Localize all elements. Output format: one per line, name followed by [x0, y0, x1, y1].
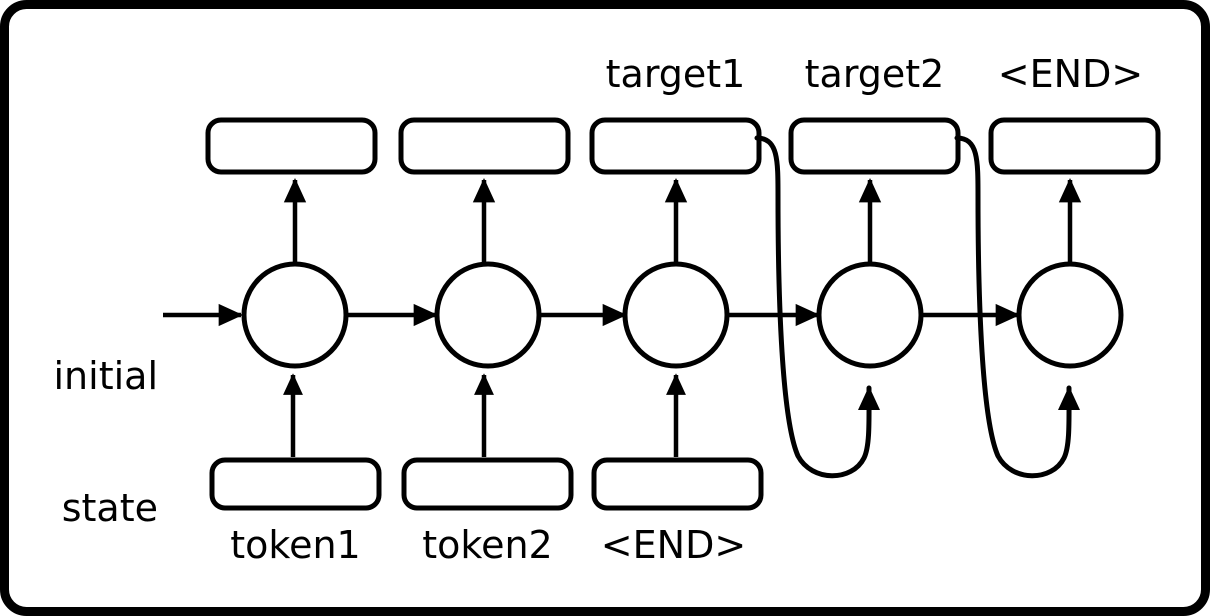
input-box-1	[209, 457, 382, 511]
output-box-1	[205, 117, 378, 175]
input-label-3: <END>	[600, 523, 747, 567]
rnn-cell-2	[434, 261, 542, 369]
feedback-arrow-3-to-4	[754, 135, 881, 479]
initial-state-label: initial state	[18, 266, 159, 616]
output-label-5: <END>	[997, 52, 1144, 96]
input-label-2: token2	[422, 523, 553, 567]
output-label-3: target1	[605, 52, 746, 96]
rnn-cell-3	[622, 261, 730, 369]
output-box-3	[589, 117, 762, 175]
input-box-2	[401, 457, 574, 511]
rnn-cell-1	[241, 261, 349, 369]
output-label-4: target2	[804, 52, 945, 96]
output-box-5	[988, 117, 1161, 175]
rnn-cell-4	[816, 261, 924, 369]
initial-state-label-line2: state	[61, 486, 158, 530]
input-box-3	[591, 457, 764, 511]
input-label-1: token1	[230, 523, 361, 567]
output-box-4	[788, 117, 961, 175]
output-box-2	[398, 117, 571, 175]
initial-state-label-line1: initial	[53, 354, 159, 398]
rnn-cell-5	[1016, 261, 1124, 369]
feedback-arrow-4-to-5	[954, 135, 1081, 479]
